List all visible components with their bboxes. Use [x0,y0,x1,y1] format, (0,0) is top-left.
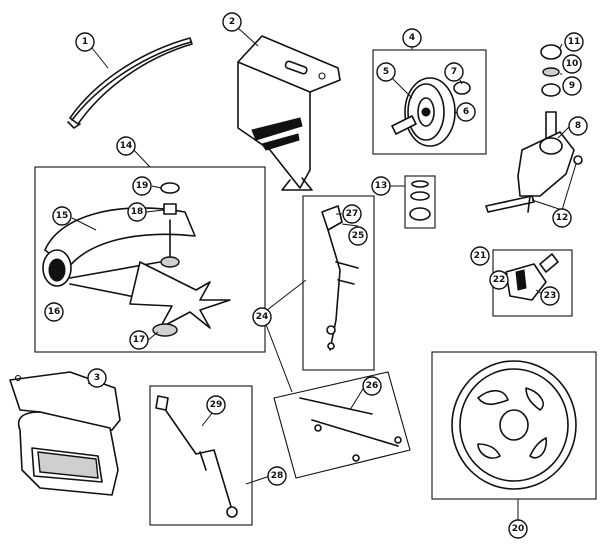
callout-28: 28 [267,466,287,486]
svg-text:10: 10 [566,59,579,69]
part-bracket [237,35,341,191]
callout-29: 29 [206,395,226,415]
svg-text:3: 3 [94,373,100,383]
callout-19: 19 [132,176,152,196]
svg-text:19: 19 [136,181,149,191]
svg-text:17: 17 [133,335,146,345]
callout-9: 9 [562,76,582,96]
callout-7: 7 [444,62,464,82]
svg-text:29: 29 [210,400,223,410]
callout-25: 25 [348,226,368,246]
callout-18: 18 [127,202,147,222]
svg-text:1: 1 [82,37,88,47]
svg-text:21: 21 [474,251,487,261]
svg-text:27: 27 [346,209,359,219]
callout-27: 27 [342,204,362,224]
callout-26: 26 [362,376,382,396]
callout-12: 12 [552,208,572,228]
svg-text:25: 25 [352,231,365,241]
svg-text:2: 2 [229,17,235,27]
svg-text:7: 7 [451,67,457,77]
callout-4: 4 [402,28,422,48]
callout-5: 5 [376,62,396,82]
svg-text:14: 14 [120,141,133,151]
svg-text:4: 4 [409,33,415,43]
callout-2: 2 [222,12,242,32]
part-auger-assembly [34,166,266,353]
callout-8: 8 [568,116,588,136]
svg-text:6: 6 [463,107,469,117]
callout-11: 11 [564,32,584,52]
svg-text:23: 23 [544,291,557,301]
svg-text:12: 12 [556,213,569,223]
svg-text:11: 11 [568,37,581,47]
callout-13: 13 [371,176,391,196]
callout-21: 21 [470,246,490,266]
part-impeller-wheel [431,351,597,500]
svg-text:22: 22 [493,275,506,285]
svg-text:28: 28 [271,471,284,481]
callout-6: 6 [456,102,476,122]
svg-text:20: 20 [512,524,525,534]
svg-text:16: 16 [48,307,61,317]
callout-3: 3 [87,368,107,388]
svg-text:24: 24 [256,312,269,322]
callout-17: 17 [129,330,149,350]
callout-15: 15 [52,206,72,226]
callout-23: 23 [540,286,560,306]
svg-text:9: 9 [569,81,575,91]
callout-22: 22 [489,270,509,290]
callout-10: 10 [562,54,582,74]
part-chute-housing [9,371,121,496]
part-pivot-arm [485,44,583,213]
svg-text:13: 13 [375,181,388,191]
part-belt [67,37,193,129]
svg-text:26: 26 [366,381,379,391]
callout-16: 16 [44,302,64,322]
callout-20: 20 [508,519,528,539]
svg-text:8: 8 [575,121,581,131]
svg-text:15: 15 [56,211,69,221]
callout-24: 24 [252,307,272,327]
svg-text:18: 18 [131,207,144,217]
callout-14: 14 [116,136,136,156]
callout-1: 1 [75,32,95,52]
part-shaft-set [273,371,411,479]
part-control-rod [302,195,375,371]
svg-text:5: 5 [383,67,389,77]
part-switch-assembly [492,249,573,317]
part-crank-linkage [149,385,253,526]
part-pulley-assembly [372,49,487,155]
part-bushing-set [404,175,436,229]
